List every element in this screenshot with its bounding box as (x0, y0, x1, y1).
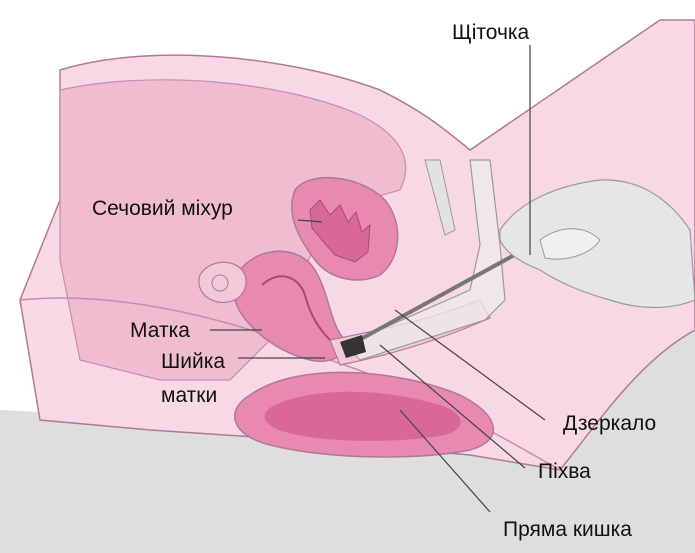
label-cervix-line1: Шийка (161, 351, 225, 372)
label-rectum: Пряма кишка (503, 519, 632, 540)
label-brush: Щіточка (452, 22, 529, 43)
label-uterus: Матка (130, 320, 190, 341)
ovary-shape (199, 262, 246, 302)
label-speculum: Дзеркало (563, 413, 656, 434)
label-vagina: Піхва (538, 461, 591, 482)
label-bladder: Сечовий міхур (92, 198, 233, 219)
label-cervix-line2: матки (161, 385, 217, 406)
